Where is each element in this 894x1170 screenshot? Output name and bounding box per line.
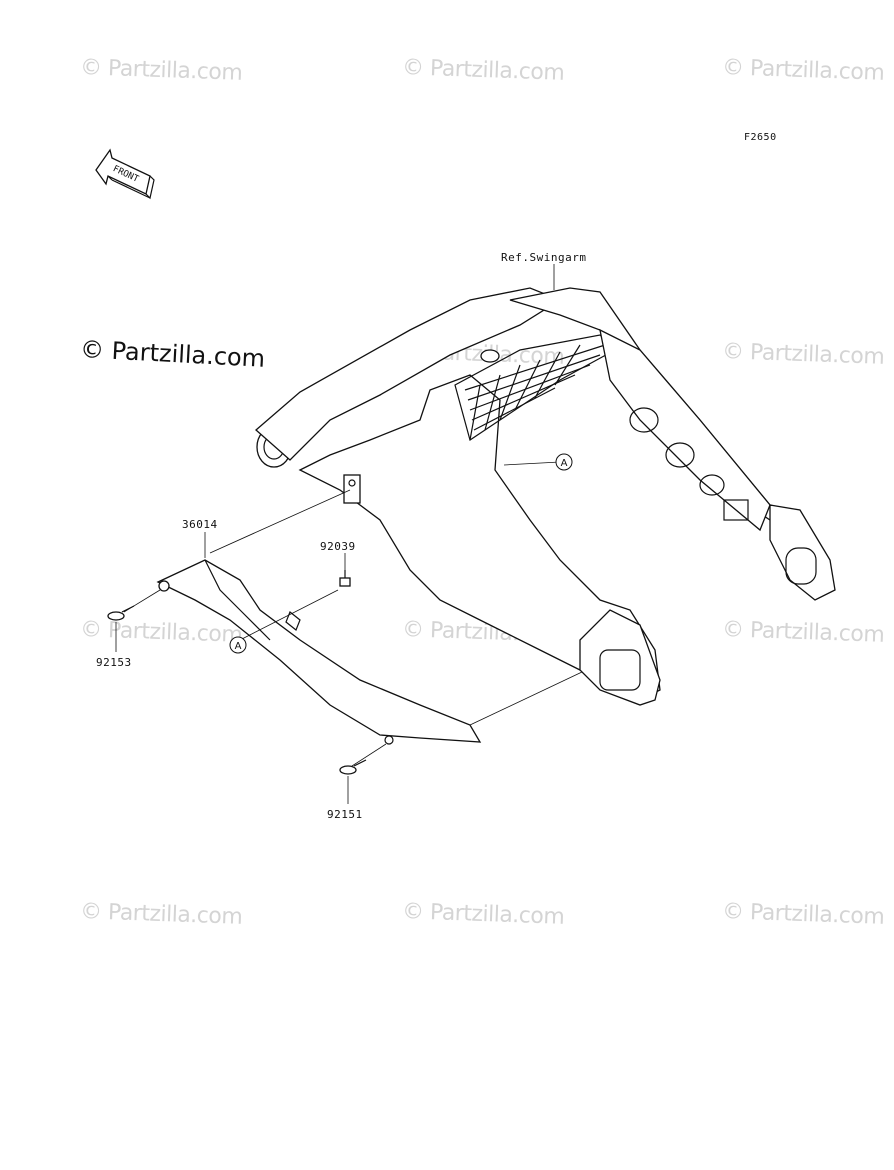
callout-a-2: A [229,636,247,654]
callout-a-1-label: A [561,458,568,469]
bolt-92151-icon [339,759,367,775]
part-label-92153[interactable]: 92153 [96,656,132,669]
callout-a-1: A [555,453,573,471]
callout-a-2-label: A [235,641,242,652]
part-label-92151[interactable]: 92151 [327,808,363,821]
part-label-92039[interactable]: 92039 [320,540,356,553]
part-label-ref-swingarm[interactable]: Ref.Swingarm [501,251,587,264]
chain-guard-drawing [156,559,482,745]
front-arrow-icon: FRONT [95,148,155,200]
leader-lines [115,264,583,804]
part-label-36014[interactable]: 36014 [182,518,218,531]
swingarm-drawing [255,287,836,706]
bolt-92039-icon [339,570,351,587]
diagram-code: F2650 [744,132,777,143]
